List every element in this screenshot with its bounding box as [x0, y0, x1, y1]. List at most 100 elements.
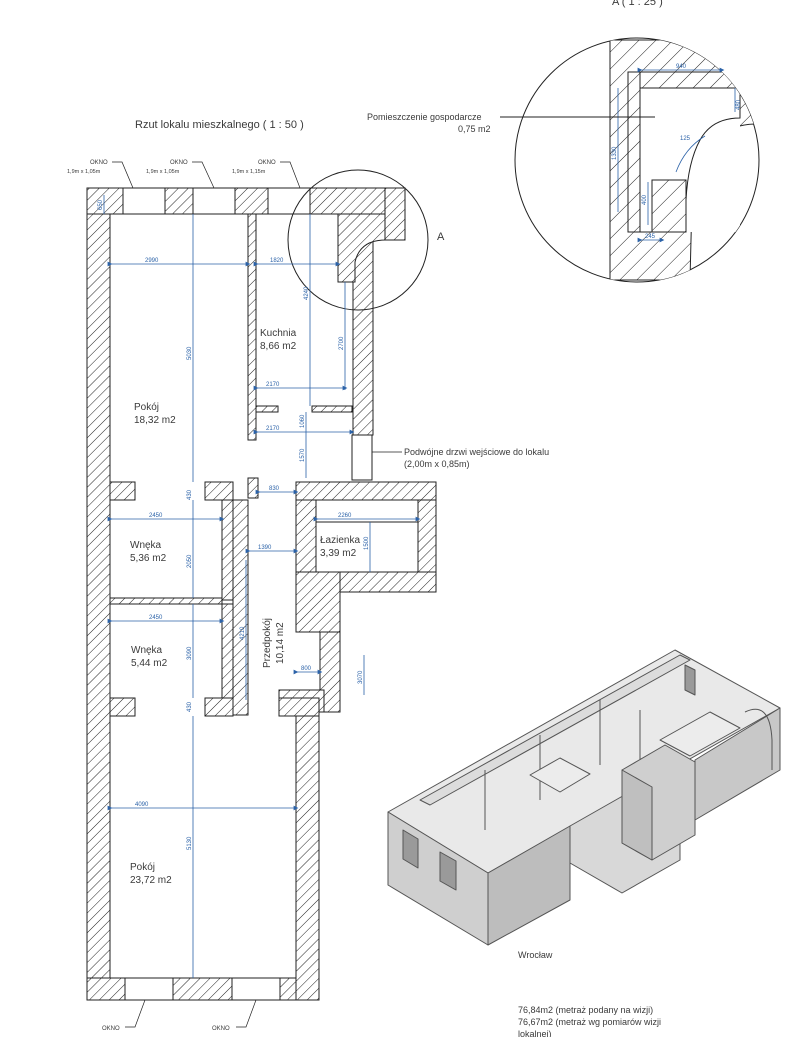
alcove-wall-a	[221, 499, 234, 601]
dim-1060: 1060	[300, 414, 306, 428]
dim-4090: 4090	[135, 802, 149, 808]
window-opening-5	[231, 977, 281, 1001]
window-label-1: OKNO	[90, 160, 108, 166]
dim-650: 650	[98, 199, 104, 210]
window-size-3: 1,9m x 1,15m	[232, 169, 266, 175]
dim-2050: 2050	[187, 554, 193, 568]
room-name-pokoj-1: Pokój	[134, 402, 159, 413]
dim-830: 830	[269, 486, 280, 492]
dim-430a: 430	[187, 489, 193, 500]
room-name-przedpokoj: Przedpokój	[262, 618, 273, 668]
window-opening-2	[192, 187, 236, 215]
kitchen-stub-2	[311, 405, 353, 413]
window-label-2: OKNO	[170, 160, 188, 166]
dim-2450a: 2450	[149, 513, 163, 519]
window-opening-1	[122, 187, 166, 215]
window-label-4: OKNO	[102, 1026, 120, 1032]
entrance-label: Podwójne drzwi wejściowe do lokalu	[404, 447, 549, 457]
detail-marker: A	[437, 231, 445, 243]
det-dim-400: 400	[642, 194, 648, 205]
corridor-wall-right-a	[295, 571, 341, 633]
wall-band-a	[109, 481, 136, 501]
window-opening-3	[267, 187, 311, 215]
dim-4210: 4210	[240, 626, 246, 640]
floor-plan: A	[86, 169, 445, 1001]
dim-800: 800	[301, 666, 312, 672]
det-dim-940: 940	[676, 64, 687, 70]
window-size-2: 1,9m x 1,05m	[146, 169, 180, 175]
room-area-lazienka: 3,39 m2	[320, 548, 357, 559]
wall-band-b	[204, 481, 234, 501]
entrance-door-opening	[351, 434, 373, 481]
dim-2990: 2990	[145, 258, 159, 264]
dim-1500: 1500	[364, 536, 370, 550]
room-area-wneka-2: 5,44 m2	[131, 658, 168, 669]
room-name-pokoj-2: Pokój	[130, 862, 155, 873]
dim-2450b: 2450	[149, 615, 163, 621]
detail-a: 940 1330 400 245 480 125 Pomieszczenie g…	[367, 37, 760, 283]
wall-band-f	[204, 697, 234, 717]
room-area-pokoj-2: 23,72 m2	[130, 875, 172, 886]
wall-band-d	[295, 481, 437, 501]
wall-band-g	[278, 697, 320, 717]
wall-right-lower	[295, 699, 320, 1001]
dimension-lines	[103, 195, 421, 978]
detail-circle	[287, 169, 429, 311]
detail-scale-label: A ( 1 : 25 )	[612, 0, 663, 8]
area-line-3: lokalnej)	[518, 1029, 552, 1037]
city-label: Wrocław	[518, 950, 553, 960]
room-area-kuchnia: 8,66 m2	[260, 341, 297, 352]
det-dim-245: 245	[645, 234, 656, 240]
det-dim-480: 480	[736, 99, 742, 110]
wall-corner	[384, 187, 406, 241]
room-name-kuchnia: Kuchnia	[260, 328, 297, 339]
utility-room-label: Pomieszczenie gospodarcze	[367, 112, 482, 122]
room-labels: Pokój 18,32 m2 Kuchnia 8,66 m2 Wnęka 5,3…	[130, 328, 360, 886]
plan-title: Rzut lokalu mieszkalnego ( 1 : 50 )	[135, 119, 304, 131]
dim-5030: 5030	[187, 346, 193, 360]
dim-3070: 3070	[358, 670, 364, 684]
area-line-1: 76,84m2 (metraż podany na wizji)	[518, 1005, 653, 1015]
wall-bottom	[86, 977, 320, 1001]
bath-wall-left	[295, 499, 317, 573]
kitchen-wall	[247, 213, 257, 441]
room-name-wneka-1: Wnęka	[130, 540, 162, 551]
utility-corner	[333, 213, 386, 283]
room-area-wneka-1: 5,36 m2	[130, 553, 167, 564]
alcove-divider	[109, 597, 223, 605]
window-labels-top: OKNO 1,9m x 1,05m OKNO 1,9m x 1,05m OKNO…	[67, 160, 301, 189]
dim-1390: 1390	[258, 545, 272, 551]
isometric-3d-view	[387, 649, 781, 946]
window-label-5: OKNO	[212, 1026, 230, 1032]
bath-inner	[315, 521, 419, 573]
area-line-2: 76,67m2 (metraż wg pomiarów wizji	[518, 1017, 661, 1027]
wall-band-e	[109, 697, 136, 717]
window-labels-bottom: OKNO OKNO	[102, 999, 257, 1032]
window-opening-4	[124, 977, 174, 1001]
dim-430b: 430	[187, 701, 193, 712]
dim-1820: 1820	[270, 258, 284, 264]
entrance-size: (2,00m x 0,85m)	[404, 459, 470, 469]
room-name-wneka-2: Wnęka	[131, 645, 163, 656]
kitchen-stub-1	[255, 405, 279, 413]
dim-2170a: 2170	[266, 382, 280, 388]
det-dim-125: 125	[680, 136, 691, 142]
window-size-1: 1,9m x 1,05m	[67, 169, 101, 175]
wall-band-c	[247, 477, 259, 499]
det-dim-1330: 1330	[612, 146, 618, 160]
dim-2260: 2260	[338, 513, 352, 519]
room-area-pokoj-1: 18,32 m2	[134, 415, 176, 426]
dim-5130: 5130	[187, 836, 193, 850]
room-area-przedpokoj: 10,14 m2	[275, 622, 286, 664]
alcove-wall-b	[221, 603, 234, 701]
dim-4240: 4240	[304, 286, 310, 300]
dim-2700: 2700	[339, 336, 345, 350]
wall-left	[86, 187, 111, 1001]
window-label-3: OKNO	[258, 160, 276, 166]
utility-room-area: 0,75 m2	[458, 124, 491, 134]
wall-right-upper	[352, 239, 374, 436]
room-name-lazienka: Łazienka	[320, 535, 360, 546]
dim-2170b: 2170	[266, 426, 280, 432]
bath-wall-bottom	[339, 571, 437, 593]
